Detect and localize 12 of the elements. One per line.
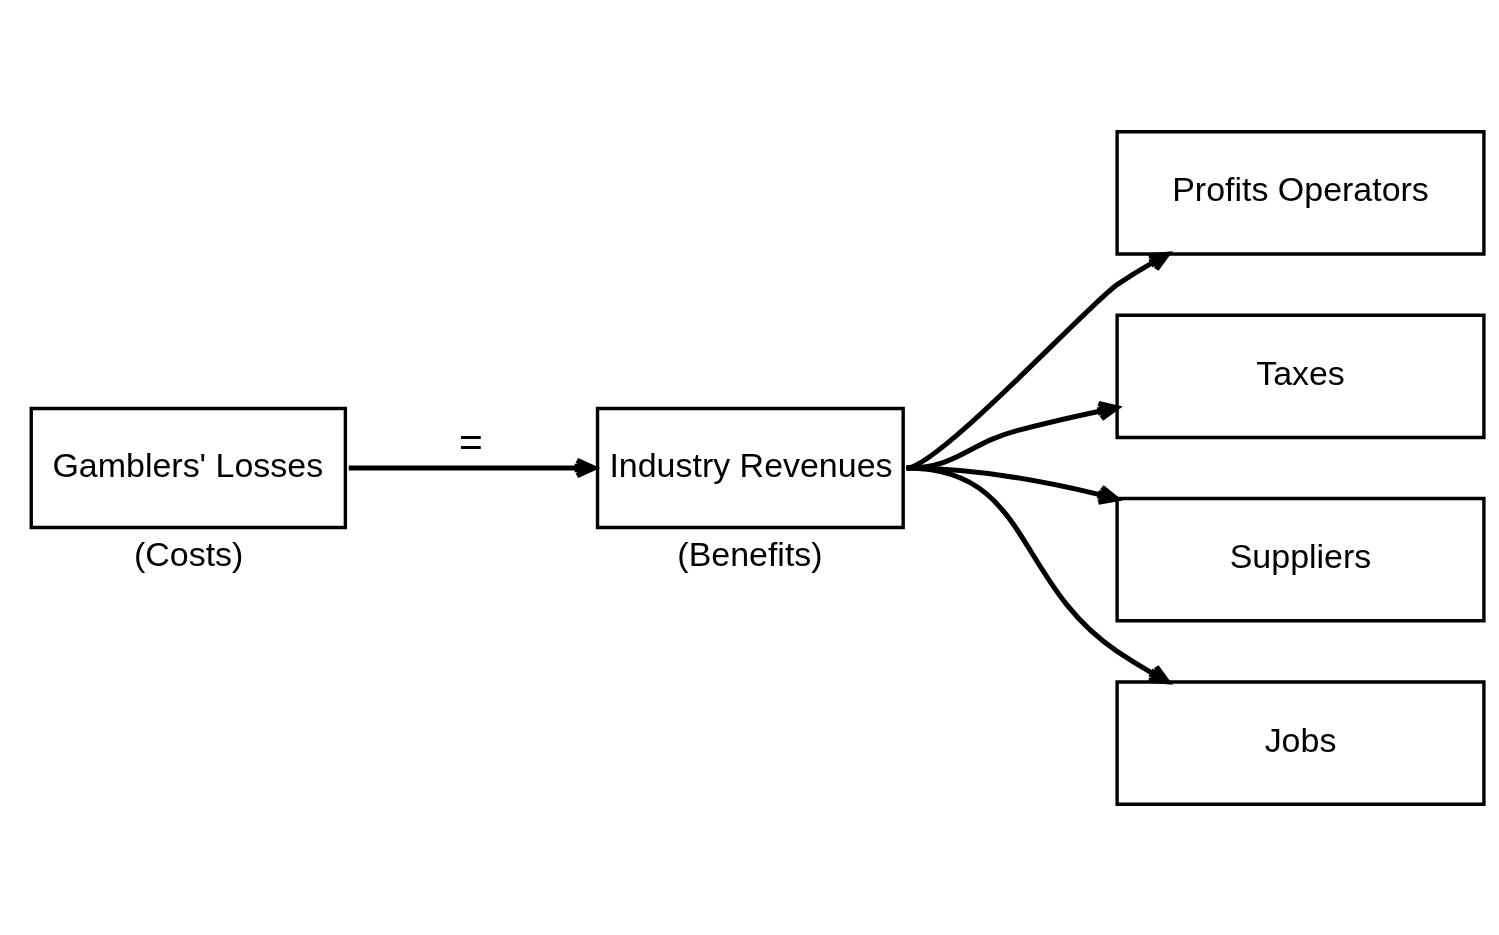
node-box: Industry Revenues: [595, 406, 905, 529]
arrow: [906, 464, 1171, 684]
node-box: Profits Operators: [1115, 129, 1486, 256]
edge-label: =: [459, 418, 483, 465]
node-box: Taxes: [1115, 313, 1486, 439]
node-label: (Benefits): [677, 534, 823, 573]
arrow: [906, 464, 1120, 505]
arrow: [348, 457, 597, 478]
node-box: Gamblers' Losses: [29, 406, 348, 529]
node-label: (Costs): [133, 534, 244, 573]
node-box: Jobs: [1115, 679, 1486, 806]
node-box: Suppliers: [1115, 496, 1486, 623]
